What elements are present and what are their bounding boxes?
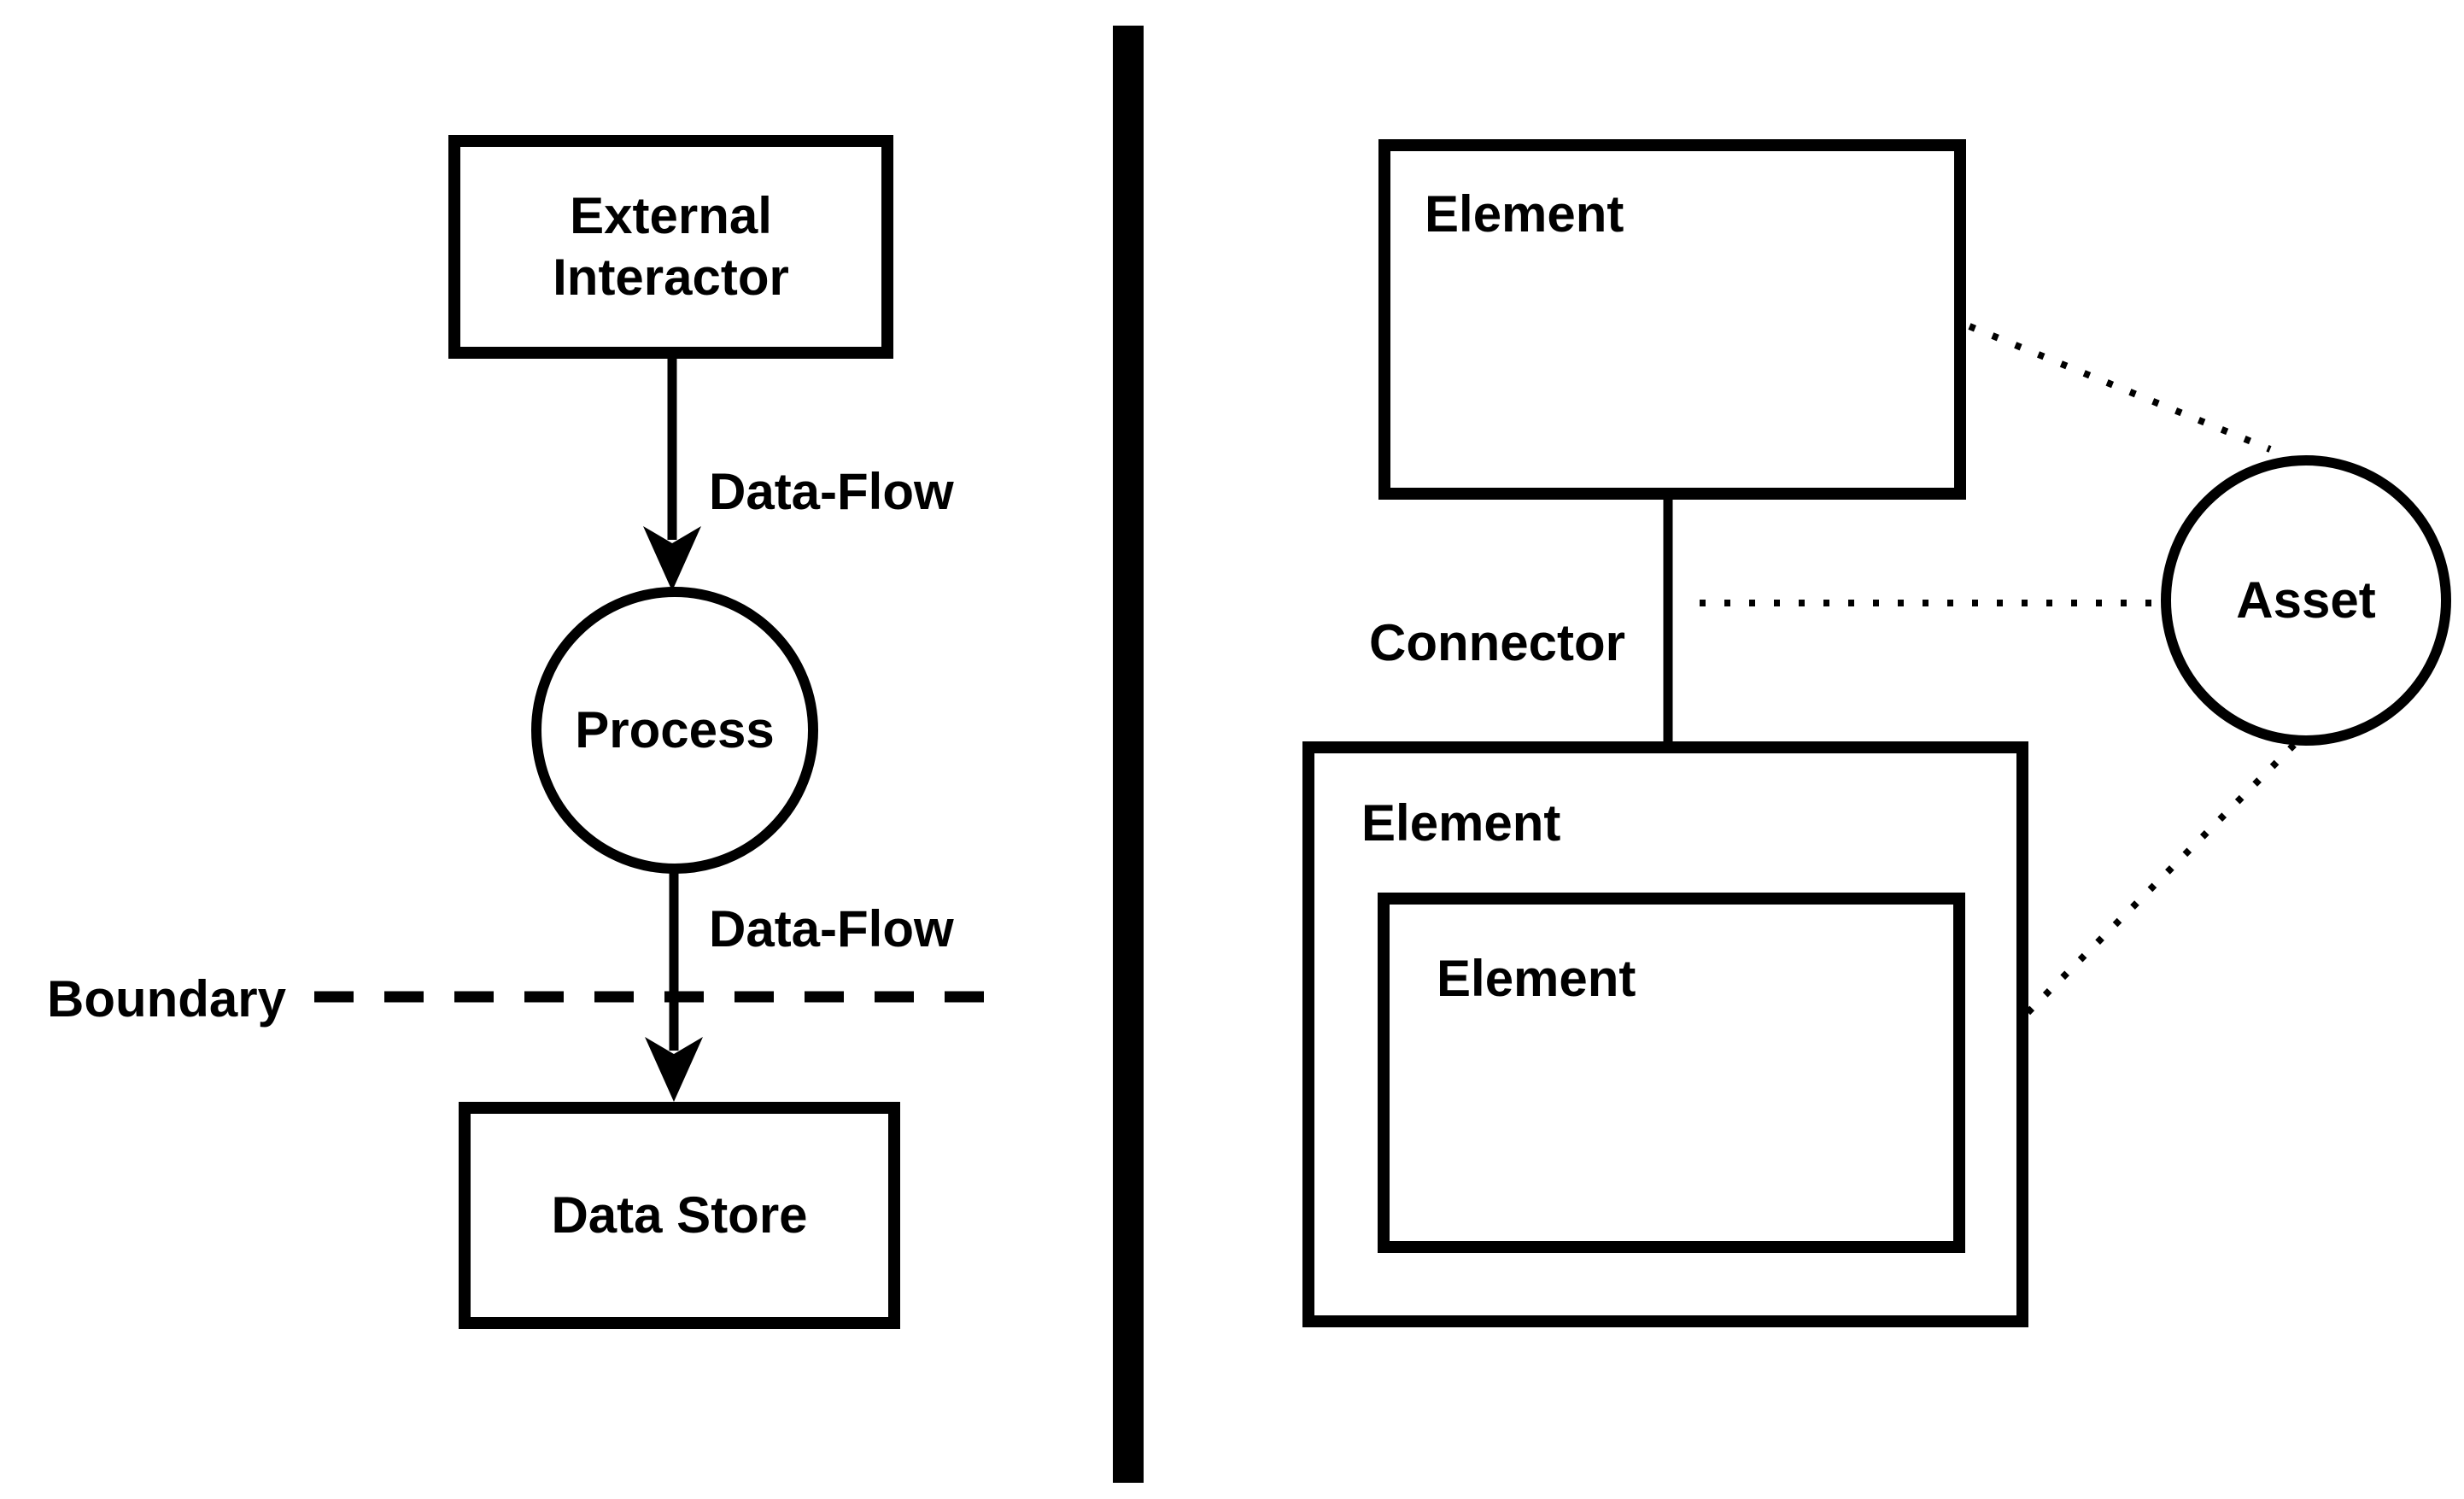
boundary-label: Boundary [47,970,287,1028]
dataflow-arrow-bottom-head [645,1037,703,1102]
element-inner-box: Element [1378,893,1965,1253]
element-top-label: Element [1425,185,1624,243]
asset-dotted-line-top [1968,323,2272,453]
dataflow-bottom-label: Data-Flow [709,900,954,957]
asset-label: Asset [2236,571,2376,629]
connector-label: Connector [1369,614,1625,671]
external-interactor-label: External Interactor [553,187,789,306]
external-interactor-box: External Interactor [448,135,893,359]
element-outer-label: Element [1361,794,1561,852]
dataflow-arrow-top-head [643,526,701,591]
data-store-label: Data Store [551,1186,808,1244]
process-circle: Process [531,587,818,874]
data-store-box: Data Store [459,1102,900,1329]
asset-circle: Asset [2161,455,2451,746]
element-top-box: Element [1378,139,1966,500]
panel-divider-line [1113,26,1144,1483]
process-label: Process [575,701,775,758]
dataflow-top-label: Data-Flow [709,463,954,520]
element-inner-label: Element [1437,950,1636,1007]
